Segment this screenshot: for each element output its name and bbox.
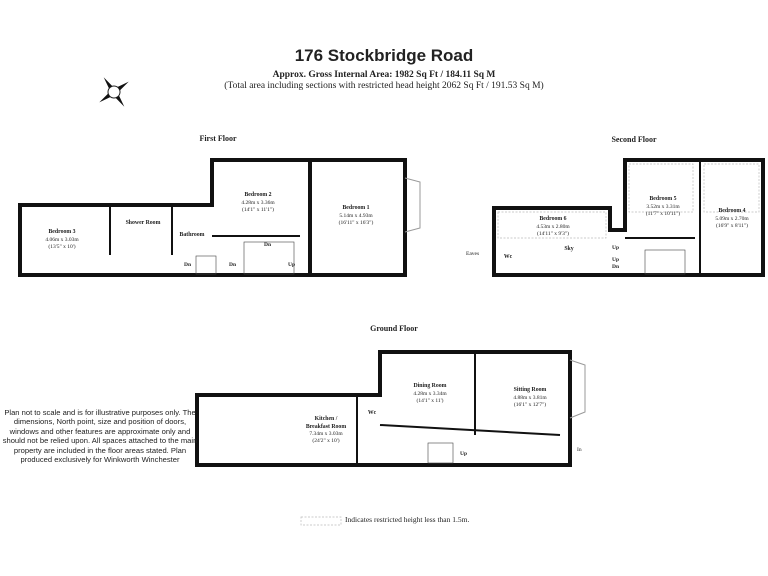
room-metric: 4.53m x 2.80m	[536, 223, 570, 230]
room-bathroom: Bathroom	[179, 232, 204, 240]
room-name: Bedroom 1	[342, 205, 370, 211]
room-metric: 5.14m x 4.93m	[339, 212, 373, 219]
room-name: Bedroom 2	[244, 192, 272, 198]
room-imperial: (16'9" x 8'11")	[716, 222, 748, 229]
room-name: Wc	[503, 254, 513, 260]
room-metric: 4.06m x 3.03m	[45, 236, 79, 243]
eaves-label: Eaves	[466, 251, 480, 257]
second-floor-title: Second Floor	[611, 135, 657, 144]
room-name: Wc	[367, 410, 377, 416]
room-metric: 3.52m x 3.31m	[646, 203, 680, 210]
stair-label: Up	[288, 262, 296, 268]
bay-windows	[404, 177, 586, 419]
room-metric: 4.28m x 3.34m	[413, 390, 447, 397]
room-name: Dining Room	[413, 383, 447, 389]
room-imperial: (14'1" x 11'1")	[242, 206, 274, 213]
room-imperial: (16'11" x 16'3")	[338, 219, 374, 226]
stair-label: Dn	[264, 242, 272, 248]
restricted-height-areas	[300, 163, 760, 526]
stair-label: Up	[460, 451, 468, 457]
ground-floor-walls	[195, 350, 572, 467]
walls	[18, 158, 765, 467]
room-wc: Wc	[504, 254, 512, 262]
stair-label: Dn	[184, 262, 192, 268]
room-name: Sitting Room	[513, 387, 547, 393]
legend-swatch	[300, 516, 342, 526]
room-name: Bedroom 6	[539, 216, 567, 222]
first-floor-title: First Floor	[199, 134, 237, 143]
room-metric: 5.09m x 2.70m	[715, 215, 749, 222]
stairs	[195, 241, 686, 464]
property-title: 176 Stockbridge Road	[294, 46, 474, 65]
room-imperial: (11'7" x 10'11")	[645, 210, 681, 217]
room-imperial: (13'5" x 10')	[48, 243, 76, 250]
entrance-label: In	[577, 447, 582, 453]
room-name: Bedroom 5	[649, 196, 677, 202]
room-name: Sky	[564, 246, 574, 252]
stair-label: Dn	[229, 262, 237, 268]
room-name: Kitchen /	[314, 416, 338, 422]
room-name: Breakfast Room	[305, 423, 347, 430]
legend-text: Indicates restricted height less than 1.…	[345, 515, 470, 524]
stair-label: Up	[612, 245, 620, 251]
skylight: Sky	[564, 246, 573, 254]
disclaimer: Plan not to scale and is for illustrativ…	[2, 408, 198, 465]
room-name: Bathroom	[179, 232, 205, 238]
room-metric: 7.34m x 3.03m	[309, 431, 343, 438]
total-area: (Total area including sections with rest…	[224, 81, 544, 91]
compass-icon	[99, 77, 129, 107]
room-name: Shower Room	[125, 220, 161, 226]
stair-label: Up	[612, 257, 620, 263]
gross-area: Approx. Gross Internal Area: 1982 Sq Ft …	[272, 70, 496, 80]
stair-label: Dn	[612, 264, 620, 270]
first-floor-walls	[18, 158, 407, 277]
room-imperial: (14'1" x 11')	[416, 397, 444, 404]
room-name: Bedroom 3	[48, 229, 76, 235]
room-imperial: (14'11" x 9'3")	[537, 230, 569, 237]
room-imperial: (16'1" x 12'7")	[513, 401, 547, 408]
second-floor-walls	[492, 158, 765, 277]
room-name: Bedroom 4	[718, 208, 746, 214]
room-imperial: (24'2" x 10')	[312, 438, 340, 445]
room-wc: Wc	[368, 410, 376, 418]
room-shower-room: Shower Room	[126, 220, 161, 228]
room-metric: 4.88m x 3.81m	[513, 394, 547, 401]
room-metric: 4.28m x 3.36m	[241, 199, 275, 206]
ground-floor-title: Ground Floor	[370, 324, 418, 333]
